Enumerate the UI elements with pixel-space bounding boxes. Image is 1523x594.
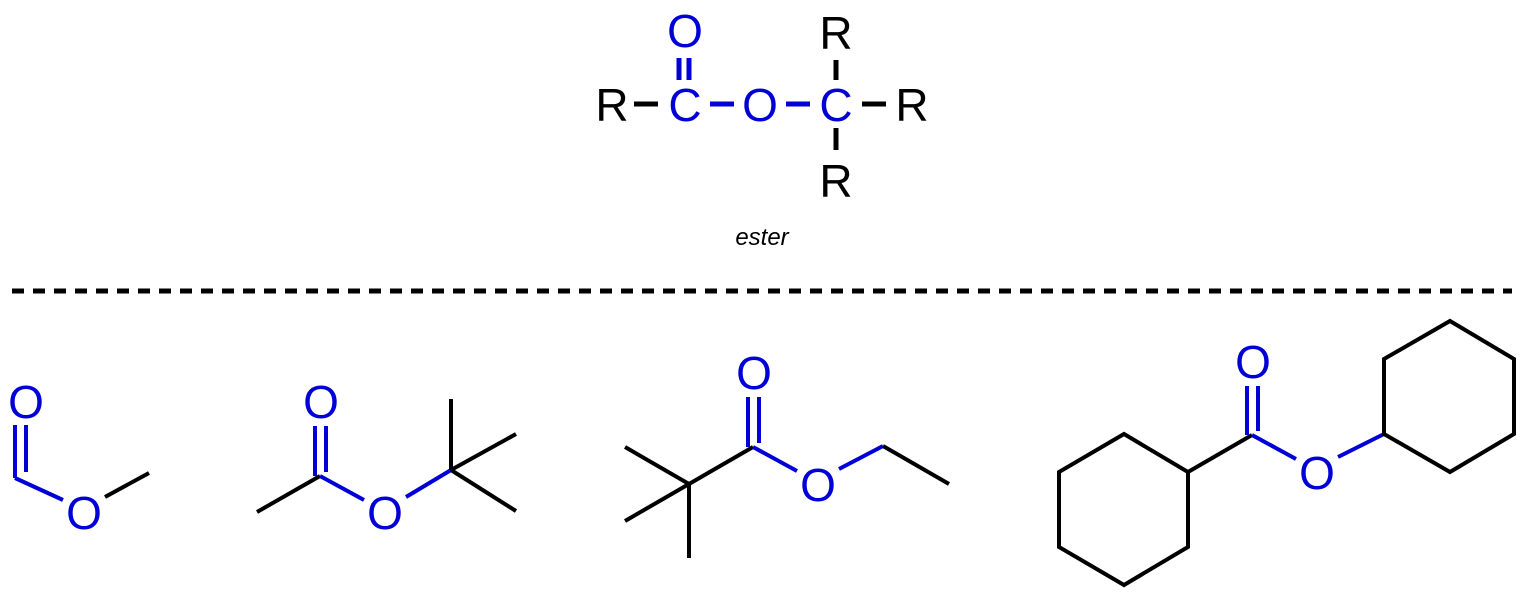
- example-cyclohexyl-cyclohexanecarboxylate: O O: [1057, 318, 1516, 588]
- bond-carbonyl-ether-o: [1251, 433, 1297, 461]
- bond-carbonyl-ether-o: [319, 474, 365, 502]
- example-ethyl-pivalate: O O: [623, 347, 950, 558]
- atom-r-bottom: R: [819, 155, 852, 207]
- bond-ring-carbonyl: [1186, 433, 1254, 474]
- ester-caption: ester: [735, 224, 789, 251]
- atom-r-top: R: [819, 7, 852, 59]
- bond-tbu-methyl-upper-left: [623, 445, 691, 486]
- bond-ether-o-quaternary-c: [404, 468, 453, 499]
- general-ester-structure: [634, 58, 886, 150]
- atom-carbonyl-o: O: [667, 5, 703, 57]
- bond-ether-o-ethyl: [838, 444, 884, 471]
- atom-carbonyl-o: O: [736, 347, 772, 399]
- atom-ether-o: O: [800, 459, 836, 511]
- bond-tbu-carbonyl: [687, 445, 755, 486]
- example-tert-butyl-acetate: O O: [256, 376, 518, 539]
- cyclohexane-ring-left: [1057, 431, 1190, 588]
- atom-ether-o: O: [66, 487, 102, 539]
- bond-ether-o-methyl: [104, 471, 150, 499]
- atom-carbonyl-c: C: [668, 79, 701, 131]
- bond-ether-o-ring: [1337, 432, 1385, 459]
- atom-alkyl-c: C: [819, 79, 852, 131]
- bond-quaternary-methyl-lower-right: [449, 468, 518, 513]
- bond-tbu-methyl-lower-left: [623, 482, 691, 523]
- general-ester-atoms: R O C O C R R R: [595, 5, 928, 207]
- atom-carbonyl-o: O: [8, 376, 44, 428]
- atom-carbonyl-o: O: [1235, 336, 1271, 388]
- cyclohexane-ring-right: [1382, 318, 1516, 475]
- atom-carbonyl-o: O: [303, 376, 339, 428]
- atom-ether-o: O: [367, 487, 403, 539]
- bond-methyl-carbonyl: [256, 474, 321, 514]
- example-methyl-formate: O O: [8, 376, 150, 539]
- bond-carbonyl-ether-o: [752, 445, 798, 473]
- atom-ether-o: O: [742, 79, 778, 131]
- bond-quaternary-methyl-upper-right: [450, 432, 517, 472]
- atom-r-left: R: [595, 79, 628, 131]
- atom-ether-o: O: [1299, 447, 1335, 499]
- bond-ethyl: [882, 444, 950, 486]
- bond-carbonyl-ether-o: [14, 476, 64, 502]
- atom-r-right: R: [895, 79, 928, 131]
